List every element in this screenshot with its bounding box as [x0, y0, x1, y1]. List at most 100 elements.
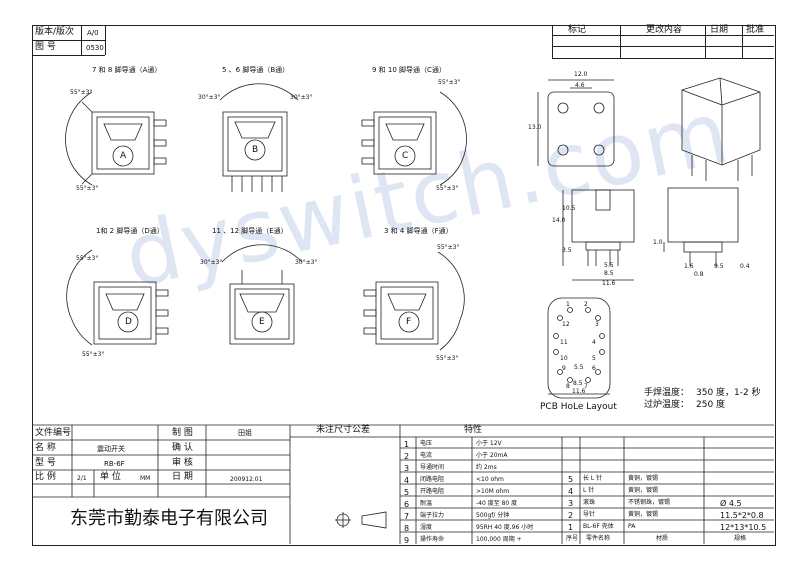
model-value: RB-6F — [104, 460, 125, 468]
audit-label: 审 核 — [172, 458, 193, 468]
part-spec: 12*13*10.5 — [720, 523, 767, 532]
dim-front-b2: 8.5 — [604, 270, 614, 277]
spec-no: 7 — [404, 512, 410, 521]
angle-f-bot: 55°±3° — [436, 355, 459, 362]
spec-no: 6 — [404, 500, 410, 509]
parts-footer-name: 零件名称 — [586, 535, 611, 542]
spec-name: 电流 — [420, 452, 433, 459]
pcb-pin: 3 — [595, 321, 599, 328]
iso-view-drawing — [681, 77, 761, 181]
unit-label: 单 位 — [100, 472, 121, 482]
version-label: 版本/版次 — [35, 27, 75, 37]
company-name: 东莞市勤泰电子有限公司 — [70, 508, 268, 529]
dim-side-h: 1.0 — [653, 239, 663, 246]
view-a-letter: A — [120, 151, 127, 161]
pcb-caption: PCB HoLe Layout — [540, 402, 617, 412]
view-b-letter: B — [252, 145, 259, 155]
pcb-pin: 6 — [592, 365, 596, 372]
rev-col-mark: 标记 — [568, 25, 587, 35]
dim-top-width: 12.0 — [574, 71, 588, 78]
spec-name: 端子拉力 — [420, 512, 445, 519]
part-name: BL-6F 壳体 — [583, 523, 614, 530]
angle-d-bot: 55°±3° — [82, 351, 105, 358]
view-c-label: 9 和 10 脚导通（C通） — [372, 66, 446, 74]
spec-no: 9 — [404, 536, 410, 545]
scale-value: 2/1 — [77, 475, 87, 482]
pcb-pin: 1 — [566, 301, 570, 308]
dim-side-c: 0.4 — [740, 263, 750, 270]
dim-front-h1: 14.0 — [552, 217, 566, 224]
view-b-label: 5 、6 脚导通（B通） — [222, 66, 290, 74]
spec-value: 小于 20mA — [476, 452, 508, 459]
dim-pcb-a: 5.5 — [574, 364, 584, 371]
view-b-drawing — [219, 83, 299, 192]
angle-a-bot: 55°±3° — [76, 185, 99, 192]
view-d-drawing — [66, 249, 169, 346]
view-c-drawing — [361, 91, 467, 186]
side-view-drawing — [663, 187, 739, 266]
spec-value: 95RH 40 度,96 小时 — [476, 524, 534, 531]
view-f-drawing — [363, 251, 465, 351]
spec-name: 闭路电阻 — [420, 476, 445, 483]
part-no: 5 — [568, 475, 574, 484]
part-name: 长 L 针 — [583, 475, 603, 482]
top-view-drawing — [537, 79, 615, 167]
view-a-label: 7 和 8 脚导通（A通） — [92, 66, 162, 74]
dim-front-b1: 5.5 — [604, 262, 614, 269]
dim-top-height: 13.0 — [528, 124, 542, 131]
pcb-pin: 7 — [584, 383, 588, 390]
tolerance-label: 未注尺寸公差 — [316, 425, 371, 435]
part-name: 滚珠 — [583, 499, 596, 506]
figure-label: 图 号 — [35, 42, 56, 52]
specs-header: 特性 — [464, 425, 483, 435]
pcb-pin: 11 — [560, 339, 568, 346]
spec-value: 500gf/ 分钟 — [476, 512, 510, 519]
rev-col-date: 日期 — [710, 25, 729, 35]
pcb-pin: 8 — [566, 383, 570, 390]
rev-col-content: 更改内容 — [646, 25, 683, 35]
angle-a-top: 55°±3° — [70, 89, 93, 96]
parts-footer-material: 材质 — [656, 535, 669, 542]
drawing-frame — [32, 25, 776, 546]
spec-no: 3 — [404, 464, 410, 473]
part-material: 黄铜，镀锡 — [628, 511, 659, 518]
view-f-label: 3 和 4 脚导通（F通） — [384, 227, 453, 235]
hand-solder-label: 手焊温度： — [644, 388, 690, 398]
pcb-pin: 5 — [592, 355, 596, 362]
part-spec: 11.5*2*0.8 — [720, 511, 764, 520]
pcb-pin: 10 — [560, 355, 568, 362]
hand-solder-value: 350 度，1-2 秒 — [696, 388, 761, 398]
part-no: 4 — [568, 487, 574, 496]
view-d-letter: D — [125, 317, 132, 327]
view-a-drawing — [65, 91, 167, 186]
spec-name: 耐温 — [420, 500, 433, 507]
spec-no: 1 — [404, 440, 410, 449]
make-label: 制 图 — [172, 428, 193, 438]
pcb-pin: 12 — [562, 321, 570, 328]
dim-top-inner: 4.6 — [575, 82, 585, 89]
file-no-label: 文件编号 — [35, 428, 72, 438]
dim-front-b3: 11.6 — [602, 280, 616, 287]
angle-c-top: 55°±3° — [438, 79, 461, 86]
dim-pcb-c: 11.6 — [572, 388, 586, 395]
spec-value: 小于 12V — [476, 440, 502, 447]
angle-d-top: 55°±3° — [76, 255, 99, 262]
spec-no: 8 — [404, 524, 410, 533]
date-label: 日 期 — [172, 472, 193, 482]
dim-side-d: 0.8 — [694, 271, 704, 278]
spec-name: 电压 — [420, 440, 433, 447]
view-e-letter: E — [259, 317, 265, 327]
model-label: 型 号 — [35, 458, 56, 468]
view-e-drawing — [221, 244, 303, 345]
part-name: L 针 — [583, 487, 595, 494]
spec-value: -40 度至 80 度 — [476, 500, 518, 507]
part-no: 2 — [568, 511, 574, 520]
spec-no: 5 — [404, 488, 410, 497]
spec-name: 湿度 — [420, 524, 433, 531]
part-no: 1 — [568, 523, 574, 532]
version-value: A/0 — [87, 29, 99, 37]
confirm-label: 确 认 — [172, 443, 193, 453]
angle-b-left: 30°±3° — [198, 94, 221, 101]
parts-footer-no: 序号 — [566, 535, 579, 542]
